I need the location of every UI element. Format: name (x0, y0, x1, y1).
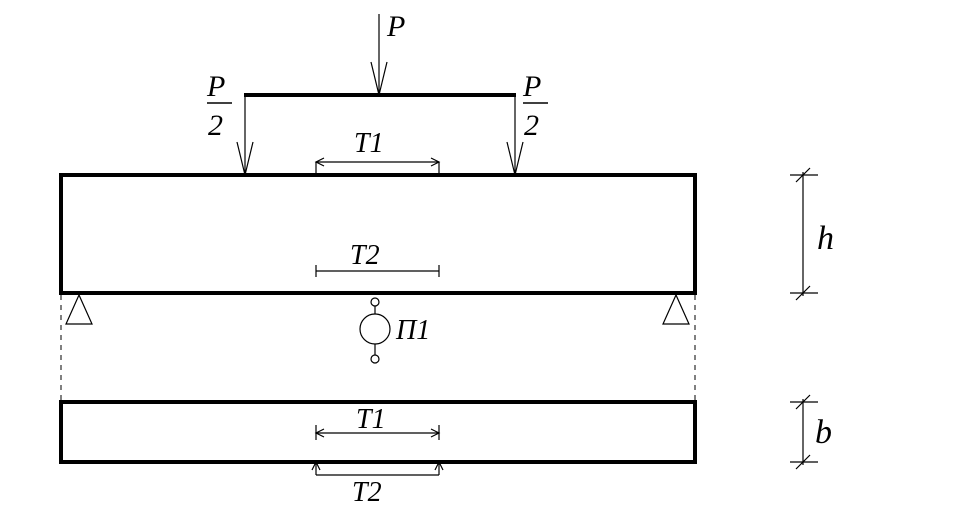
left-split-load-label: P 2 (206, 70, 232, 142)
bottom-gauge-plan-label: T2 (352, 477, 382, 508)
right-support (662, 293, 690, 325)
left-split-load-arrow (236, 95, 254, 176)
bottom-gauge-elevation (315, 265, 440, 277)
top-gauge-elevation (314, 157, 441, 175)
left-split-numerator: P (206, 70, 225, 103)
height-dimension (790, 167, 818, 301)
bottom-gauge-elevation-label: T2 (350, 240, 380, 271)
top-gauge-plan (314, 425, 441, 440)
right-split-numerator: P (522, 70, 541, 103)
main-load-arrow (370, 14, 388, 96)
left-support (65, 293, 93, 325)
beam-plan (59, 400, 697, 464)
right-split-load-label: P 2 (522, 70, 548, 142)
width-dimension (790, 394, 818, 470)
main-load-label: P (386, 10, 405, 43)
deflectometer-label: П1 (395, 315, 430, 346)
top-gauge-plan-label: T1 (356, 404, 386, 435)
bottom-gauge-plan (311, 460, 444, 476)
width-dimension-label: b (815, 414, 832, 451)
right-split-load-arrow (506, 95, 524, 176)
deflectometer-symbol (359, 297, 391, 364)
beam-elevation (59, 173, 697, 295)
left-split-denominator: 2 (208, 109, 223, 142)
right-split-denominator: 2 (524, 109, 539, 142)
height-dimension-label: h (817, 220, 834, 257)
top-gauge-elevation-label: T1 (354, 128, 384, 159)
